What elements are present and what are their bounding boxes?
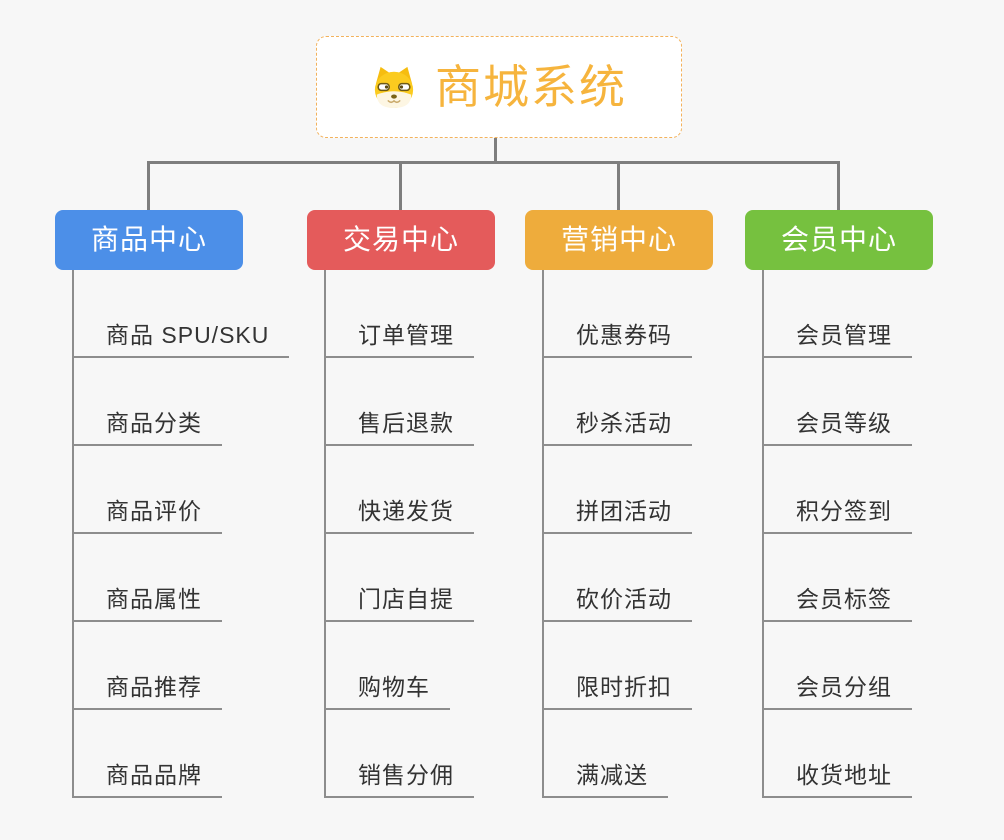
- child-item[interactable]: 会员标签: [764, 534, 912, 622]
- branch-node-label: 营销中心: [560, 224, 677, 255]
- child-item-label: 销售分佣: [358, 762, 454, 789]
- child-item-label: 售后退款: [358, 410, 454, 437]
- child-item-label: 满减送: [576, 762, 648, 789]
- connector-drop-member: [837, 161, 840, 210]
- child-item-label: 优惠券码: [576, 322, 672, 349]
- connector-drop-trade: [399, 161, 402, 210]
- child-item[interactable]: 会员等级: [764, 358, 912, 446]
- branch-node[interactable]: 营销中心: [525, 210, 713, 270]
- child-item[interactable]: 商品评价: [74, 446, 222, 534]
- connector-drop-product: [147, 161, 150, 210]
- child-item-label: 商品属性: [106, 586, 202, 613]
- root-title: 商城系统: [435, 61, 627, 113]
- child-item[interactable]: 满减送: [544, 710, 668, 798]
- child-item-label: 商品评价: [106, 498, 202, 525]
- child-item-label: 门店自提: [358, 586, 454, 613]
- child-item-label: 商品 SPU/SKU: [106, 322, 270, 349]
- child-item[interactable]: 销售分佣: [326, 710, 474, 798]
- branch-trade-center: 交易中心 订单管理售后退款快递发货门店自提购物车销售分佣: [307, 210, 495, 798]
- branch-node[interactable]: 会员中心: [745, 210, 933, 270]
- branch-node[interactable]: 交易中心: [307, 210, 495, 270]
- child-item[interactable]: 秒杀活动: [544, 358, 692, 446]
- child-item-label: 收货地址: [796, 762, 892, 789]
- root-node[interactable]: 商城系统: [316, 36, 682, 138]
- child-item[interactable]: 售后退款: [326, 358, 474, 446]
- child-item-label: 订单管理: [358, 322, 454, 349]
- child-item-label: 商品品牌: [106, 762, 202, 789]
- child-item[interactable]: 商品品牌: [74, 710, 222, 798]
- child-item[interactable]: 快递发货: [326, 446, 474, 534]
- child-item[interactable]: 商品属性: [74, 534, 222, 622]
- child-item[interactable]: 门店自提: [326, 534, 474, 622]
- child-item[interactable]: 积分签到: [764, 446, 912, 534]
- child-item[interactable]: 砍价活动: [544, 534, 692, 622]
- branch-children: 会员管理会员等级积分签到会员标签会员分组收货地址: [762, 270, 912, 798]
- child-item-label: 秒杀活动: [576, 410, 672, 437]
- connector-root-stem: [494, 138, 497, 164]
- child-item-label: 商品分类: [106, 410, 202, 437]
- dog-face-icon: [371, 65, 417, 109]
- child-item-label: 限时折扣: [576, 674, 672, 701]
- branch-product-center: 商品中心 商品 SPU/SKU 商品分类商品评价商品属性商品推荐商品品牌: [55, 210, 290, 798]
- branch-node-label: 会员中心: [780, 224, 897, 255]
- child-item-label: 会员等级: [796, 410, 892, 437]
- child-item-label: 快递发货: [358, 498, 454, 525]
- child-item-label: 会员分组: [796, 674, 892, 701]
- child-item[interactable]: 限时折扣: [544, 622, 692, 710]
- branch-node[interactable]: 商品中心: [55, 210, 243, 270]
- child-item-label: 商品推荐: [106, 674, 202, 701]
- branch-node-label: 商品中心: [90, 224, 207, 255]
- child-item[interactable]: 商品 SPU/SKU: [74, 270, 290, 358]
- child-item-label: 拼团活动: [576, 498, 672, 525]
- child-item[interactable]: 收货地址: [764, 710, 912, 798]
- child-item-label: 会员标签: [796, 586, 892, 613]
- child-item-label: 购物车: [358, 674, 430, 701]
- branch-children: 订单管理售后退款快递发货门店自提购物车销售分佣: [324, 270, 474, 798]
- branch-children: 商品 SPU/SKU 商品分类商品评价商品属性商品推荐商品品牌: [72, 270, 290, 798]
- branch-node-label: 交易中心: [342, 224, 459, 255]
- child-item[interactable]: 商品推荐: [74, 622, 222, 710]
- child-item-label: 会员管理: [796, 322, 892, 349]
- branch-marketing-center: 营销中心 优惠券码秒杀活动拼团活动砍价活动限时折扣满减送: [525, 210, 713, 798]
- child-item[interactable]: 商品分类: [74, 358, 222, 446]
- connector-bus: [147, 161, 840, 164]
- child-item[interactable]: 拼团活动: [544, 446, 692, 534]
- child-item[interactable]: 会员管理: [764, 270, 912, 358]
- branch-children: 优惠券码秒杀活动拼团活动砍价活动限时折扣满减送: [542, 270, 692, 798]
- child-item[interactable]: 购物车: [326, 622, 450, 710]
- child-item[interactable]: 优惠券码: [544, 270, 692, 358]
- branch-member-center: 会员中心 会员管理会员等级积分签到会员标签会员分组收货地址: [745, 210, 933, 798]
- connector-drop-marketing: [617, 161, 620, 210]
- child-item-label: 砍价活动: [576, 586, 672, 613]
- child-item[interactable]: 订单管理: [326, 270, 474, 358]
- child-item-label: 积分签到: [796, 498, 892, 525]
- child-item[interactable]: 会员分组: [764, 622, 912, 710]
